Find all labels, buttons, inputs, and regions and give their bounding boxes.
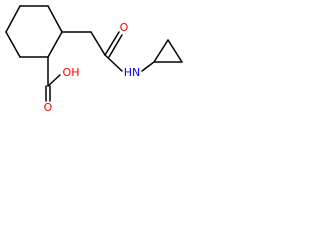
amide-side-chain [61, 31, 155, 72]
structure-diagram: O HN OH O [5, 5, 183, 114]
ring-bond [5, 31, 21, 58]
acid-oh-bond [47, 74, 61, 87]
linker-bond [90, 31, 106, 56]
ketone-oxygen-label: O [120, 21, 129, 34]
cyclopropyl-ring [153, 39, 183, 63]
amide-bond [104, 54, 123, 72]
ring-bond [167, 39, 183, 63]
carboxylic-acid-group [45, 56, 61, 102]
cyclohexane-ring [5, 5, 63, 58]
ring-bond [153, 39, 169, 63]
ring-bond [47, 31, 63, 58]
ring-bond [47, 5, 63, 33]
acid-oxygen-label: O [44, 101, 53, 114]
ring-bond [5, 5, 21, 33]
carbonyl-double-bond-a [104, 31, 120, 56]
n-cyclopropyl-bond [141, 61, 155, 72]
acid-hydroxyl-label: OH [63, 66, 80, 79]
carbonyl-double-bond-b [108, 34, 123, 58]
amide-nitrogen-label: HN [124, 66, 141, 79]
